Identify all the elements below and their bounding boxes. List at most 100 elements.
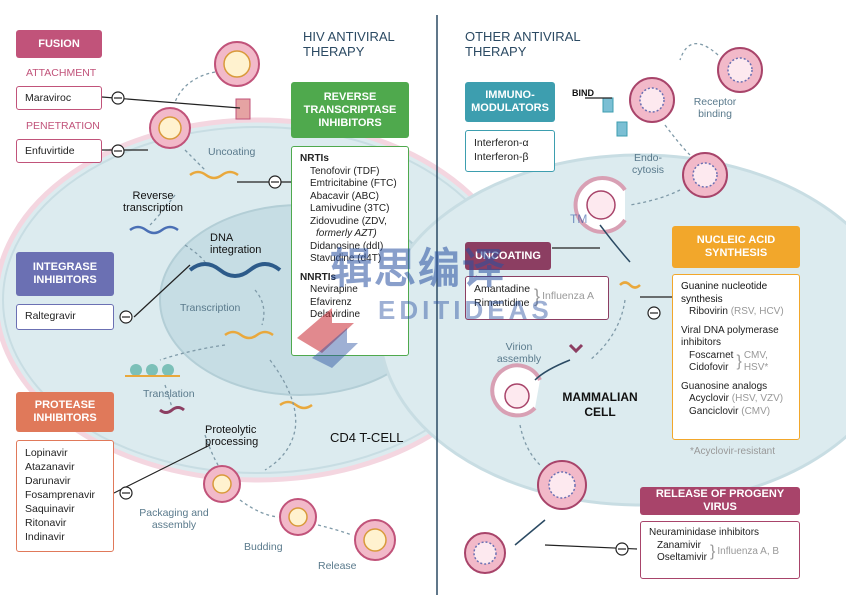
integrase-header: INTEGRASE INHIBITORS [16,252,114,296]
virus-right [682,152,728,198]
receptor-icon [235,98,251,120]
rti-header: REVERSE TRANSCRIPTASE INHIBITORS [291,82,409,138]
protease-drug: Darunavir [25,475,71,487]
acyclovir-footnote: *Acyclovir-resistant [690,446,776,457]
reverse-transcription-step: Reverse transcription [123,190,183,214]
hiv-virus-packaging [203,465,241,503]
watermark-tm: TM [570,212,588,226]
nnrti-title: NNRTIs [300,271,337,283]
uncoating-target: Influenza A [542,290,595,302]
progeny-virus-released [464,532,506,574]
ribovirin-drug: Ribovirin [689,306,728,317]
uncoating-drug: Rimantidine [474,297,530,309]
immuno-drug: Interferon-β [474,151,529,163]
hiv-virus-budding [279,498,317,536]
nrti-drug: Stavudine (d4T) [310,253,382,264]
nrti-drug: Zidovudine (ZDV, [310,215,387,227]
nrti-title: NRTIs [300,153,329,164]
dna-helix-icon [188,262,282,278]
release-target: Influenza A, B [717,545,780,557]
neuraminidase-title: Neuraminidase inhibitors [649,527,760,538]
translation-step: Translation [143,388,195,400]
cd4-cell-label: CD4 T-CELL [330,430,404,445]
bind-label: BIND [572,88,594,98]
protease-drugs-box: Lopinavir Atazanavir Darunavir Fosampren… [16,440,114,552]
hiv-therapy-title: HIV ANTIVIRAL THERAPY [303,29,395,59]
ribosome-icon [125,364,180,377]
endosome-icon [573,176,627,234]
polymerase-drug: Foscarnet [689,349,734,361]
protease-drug: Atazanavir [25,461,75,473]
interferon-receptor-icon [602,97,614,113]
protease-drug: Saquinavir [25,503,75,515]
guanine-title: Guanine nucleotide synthesis [681,281,768,305]
nucleic-drugs-box: Guanine nucleotide synthesis Ribovirin (… [672,274,800,440]
polymerase-target: CMV, [743,349,768,361]
fusion-header: FUSION [16,30,102,58]
ganciclovir-target: (CMV) [741,405,771,417]
attachment-label: ATTACHMENT [26,67,97,79]
penetration-label: PENETRATION [26,120,100,132]
hiv-virus-attach [149,107,191,149]
rna-strand-icon [189,170,239,180]
release-drug: Oseltamivir [657,552,708,563]
watermark-logo-icon [297,308,358,368]
uncoating-step: Uncoating [208,146,256,158]
watermark-en: EDITIDEAS [378,295,553,325]
other-therapy-title: OTHER ANTIVIRAL THERAPY [465,29,581,59]
protease-drug: Fosamprenavir [25,489,96,501]
uncoating-header: UNCOATING [465,242,551,270]
nrti-drug: Emtricitabine (FTC) [310,178,397,189]
uncoating-drugs-box: Amantadine Rimantidine } Influenza A [465,276,609,320]
hiv-virus-release [354,519,396,561]
rti-drugs-box: NRTIs Tenofovir (TDF) Emtricitabine (FTC… [291,146,409,356]
maraviroc-box: Maraviroc [16,86,102,110]
mrna-icon [224,330,274,340]
virion-assembly-step: Virion assembly [496,341,542,365]
immuno-drugs-box: Interferon-α Interferon-β [465,130,555,172]
watermark-cn: 辑思编译 [330,244,507,293]
guanosine-title: Guanosine analogs [681,380,768,392]
raltegravir-box: Raltegravir [16,304,114,330]
budding-step: Budding [244,541,283,553]
immuno-header: IMMUNO-MODULATORS [465,82,555,122]
receptor-binding-step: Receptor binding [693,96,737,120]
release-drug: Zanamivir [657,539,701,551]
uncoating-drug: Amantadine [474,283,531,295]
nucleic-header: NUCLEIC ACID SYNTHESIS [672,226,800,268]
polymerase-drug: Cidofovir [689,362,729,373]
nrti-drug-note: formerly AZT) [316,228,377,239]
nnrti-drug: Efavirenz [310,296,352,308]
virus-receptor-binding [717,47,763,93]
virus-bound [629,77,675,123]
mammalian-cell-label: MAMMALIAN CELL [562,390,638,419]
nnrti-drug: Delavirdine [310,309,361,320]
release-step: Release [318,560,357,572]
polyprotein-icon [159,406,185,414]
viral-genome-icon [619,281,641,289]
protease-drug: Indinavir [25,531,65,543]
transcription-step: Transcription [180,302,241,314]
acyclovir-target: (HSV, VZV) [731,393,784,404]
nrti-drug: Lamivudine (3TC) [310,203,390,214]
enfuvirtide-box: Enfuvirtide [16,139,102,163]
release-header: RELEASE OF PROGENY VIRUS [640,487,800,515]
packaging-step: Packaging and assembly [139,507,209,531]
protease-drug: Lopinavir [25,447,68,459]
dna-integration-step: DNA integration [210,232,262,256]
nrti-drug: Tenofovir (TDF) [310,165,380,177]
nrti-drug: Abacavir (ABC) [310,190,379,202]
protease-header: PROTEASE INHIBITORS [16,392,114,432]
dna-polymerase-title: Viral DNA polymerase inhibitors [681,324,779,349]
nnrti-drug: Nevirapine [310,284,358,295]
hiv-virus-top [214,41,260,87]
immuno-drug: Interferon-α [474,137,529,149]
dna-strand-icon [129,225,179,235]
progeny-virus-membrane [537,460,587,510]
endocytosis-step: Endo-cytosis [631,152,665,176]
acyclovir-drug: Acyclovir [689,393,730,404]
ganciclovir-drug: Ganciclovir [689,405,739,417]
polymerase-target: HSV* [743,362,769,373]
proteolytic-step: Proteolytic processing [205,424,259,448]
